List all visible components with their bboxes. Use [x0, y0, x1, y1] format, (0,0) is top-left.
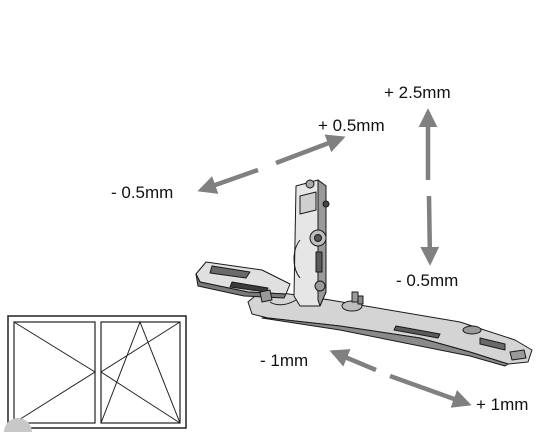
depth-minus-label: - 1mm — [260, 351, 308, 370]
side-adjust-arrow — [275, 134, 346, 166]
side-minus-label: - 0.5mm — [111, 183, 173, 202]
depth-adjust-arrow-tail — [389, 373, 472, 408]
height-plus-label: + 2.5mm — [384, 83, 451, 102]
side-plus-label: + 0.5mm — [318, 116, 385, 135]
depth-plus-label: + 1mm — [476, 395, 528, 414]
height-minus-label: - 0.5mm — [396, 271, 458, 290]
corner-circle-marker — [4, 418, 32, 432]
casement-tilt-turn-window-icon — [7, 315, 187, 429]
height-adjust-arrow-tail — [420, 195, 440, 266]
hinge-hardware-illustration — [195, 179, 533, 367]
side-adjust-arrow-tail — [197, 167, 259, 194]
adjustment-arrows — [197, 108, 472, 408]
depth-adjust-arrow — [329, 349, 377, 373]
